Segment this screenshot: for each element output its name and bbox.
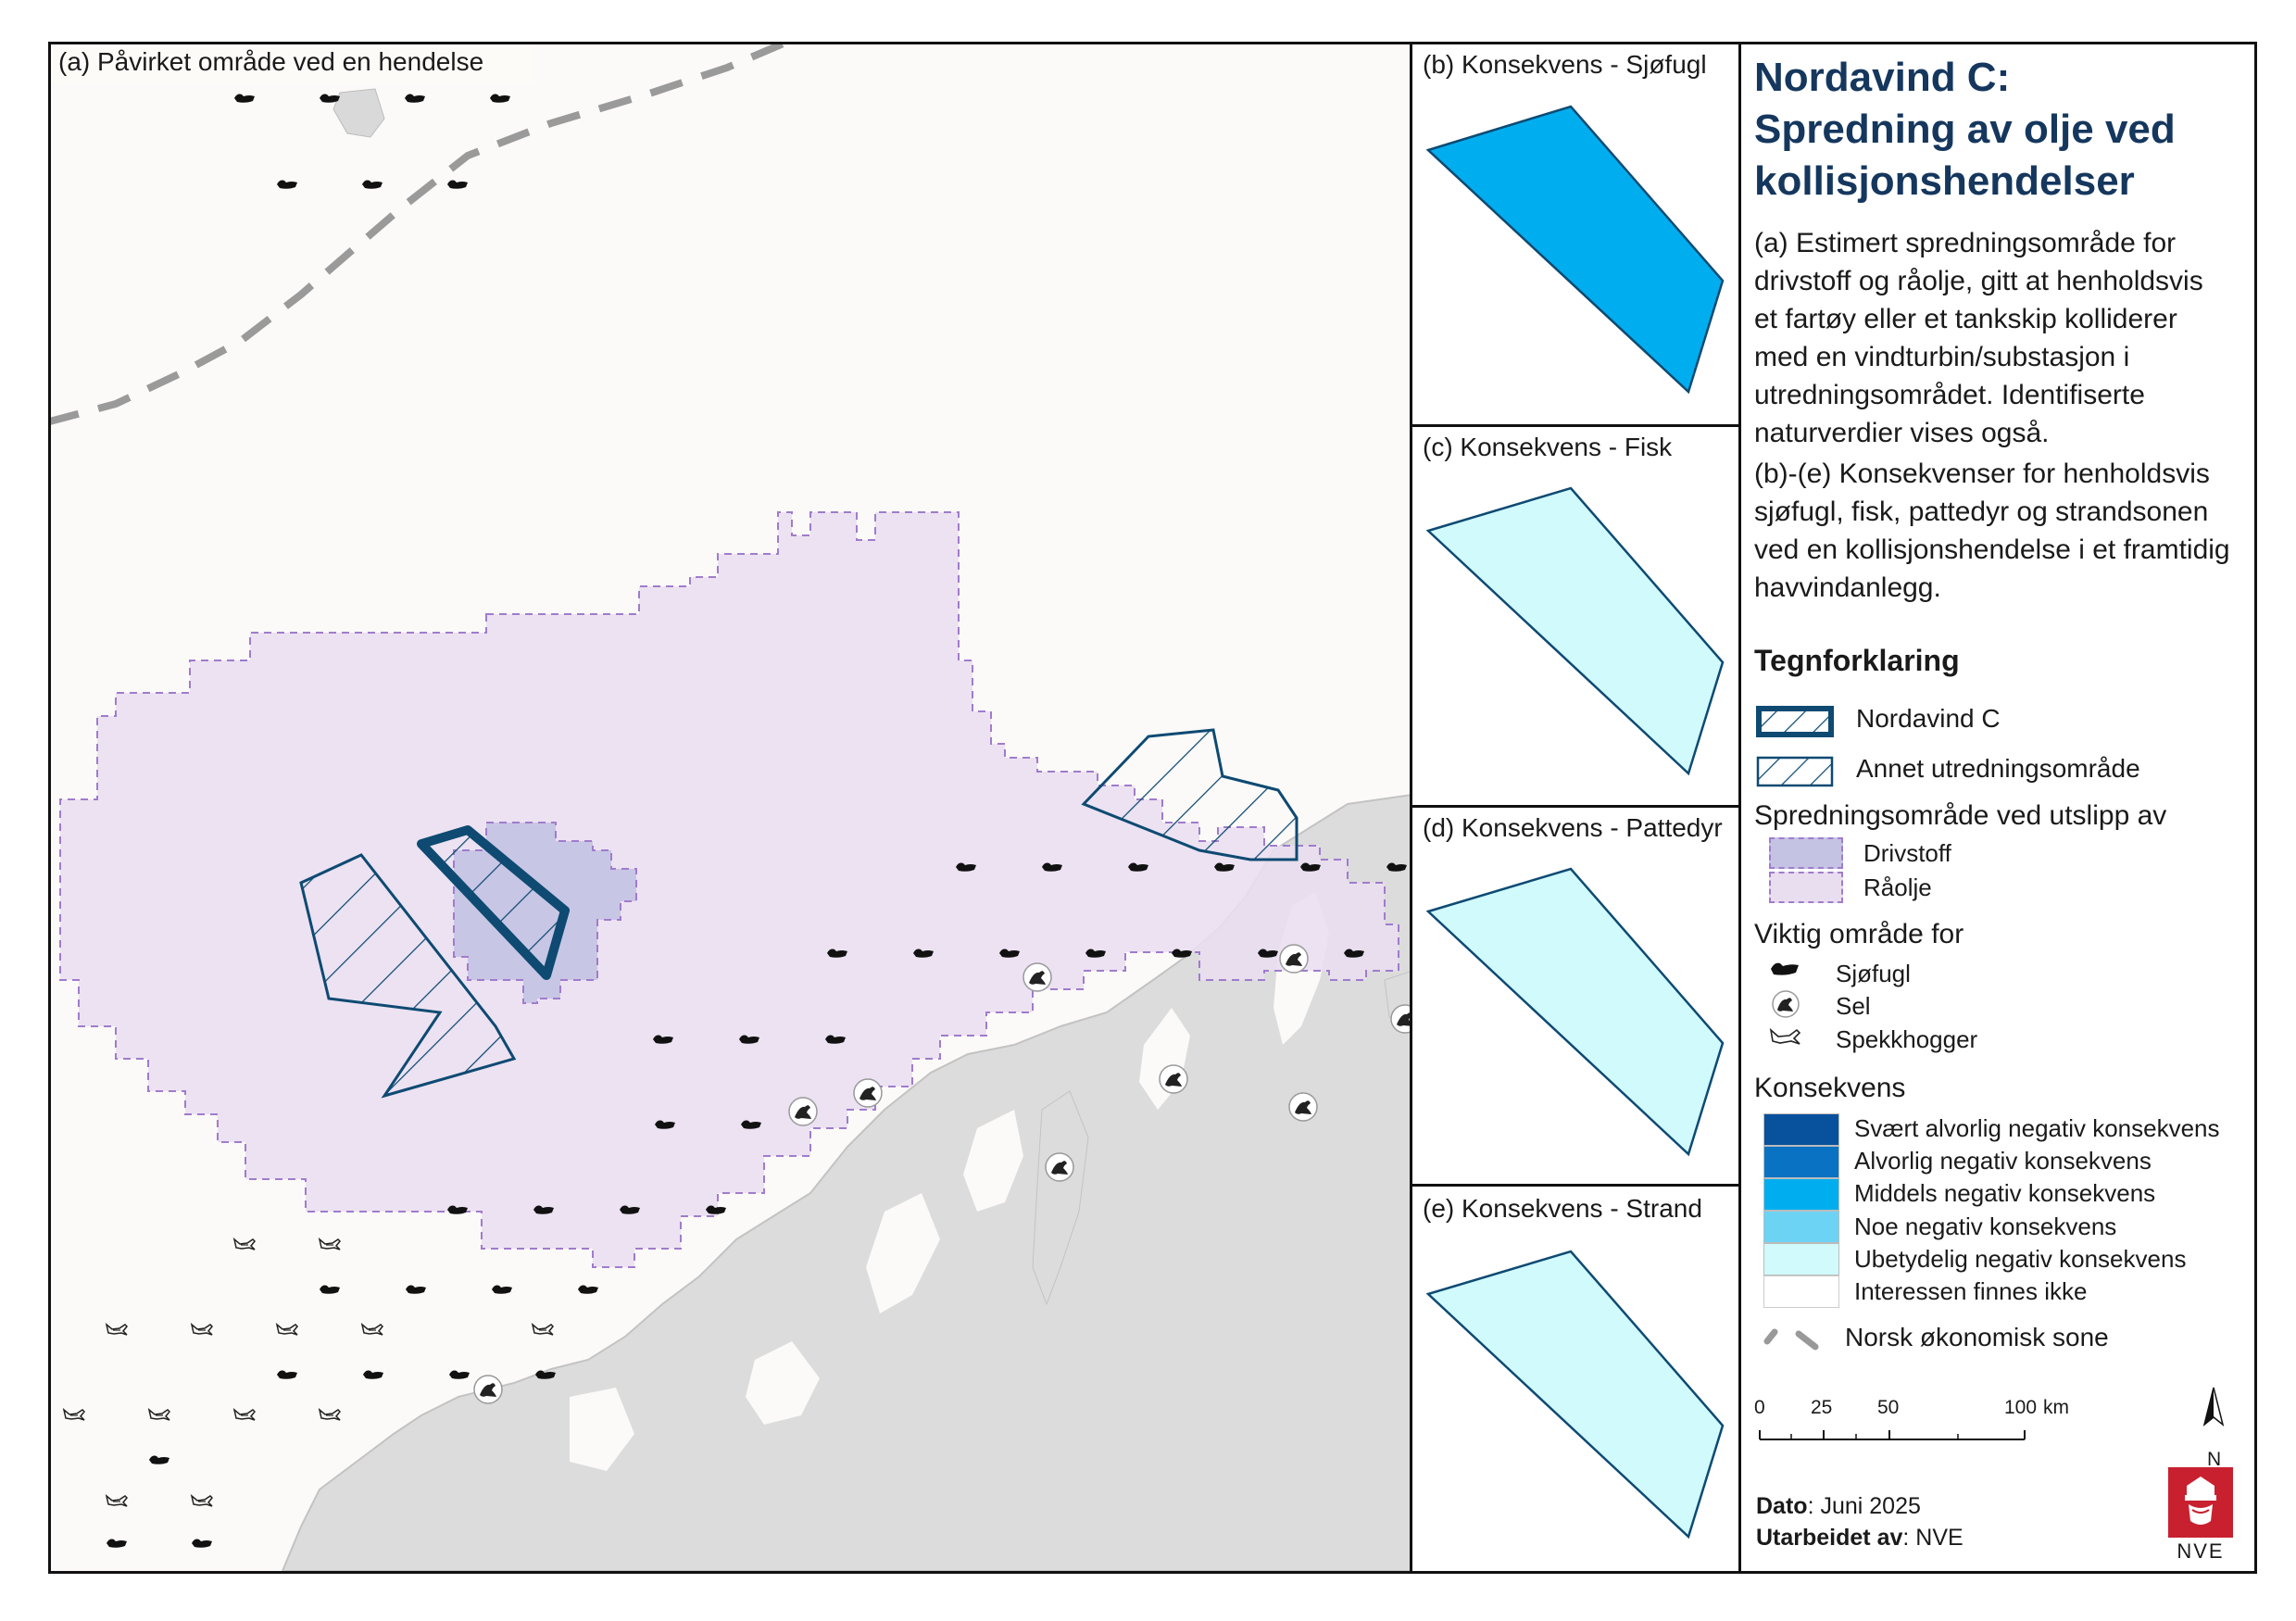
panel-d-shape (1425, 867, 1725, 1157)
impact-shape-fish (1425, 486, 1725, 776)
scale-tick-25: 25 (1811, 1397, 1833, 1418)
divider-bc (1412, 424, 1740, 427)
nve-logo-mark (2168, 1467, 2233, 1538)
legend-title: Tegnforklaring (1754, 644, 1960, 677)
panel-b-label: (b) Konsekvens - Sjøfugl (1423, 50, 1707, 79)
panel-a-label: (a) Påvirket område ved en hendelse (58, 47, 484, 76)
date-line: Dato: Juni 2025 (1756, 1493, 1921, 1519)
fjord-6 (570, 1388, 634, 1471)
other-area-west (299, 853, 517, 1099)
legend-raolje: Råolje (1863, 873, 1932, 901)
impact-shape-shore (1425, 1250, 1725, 1539)
map-canvas (51, 44, 1412, 1571)
raolje-swatch (1769, 872, 1843, 903)
map-panel-a[interactable]: (a) Påvirket område ved en hendelse (51, 44, 1412, 1571)
other-area-legend-icon (1756, 756, 1834, 787)
description-b-e: (b)-(e) Konsekvenser for henholdsvis sjø… (1754, 459, 2230, 603)
seabird-icon (1771, 962, 1799, 975)
divider-cd (1412, 805, 1740, 808)
island-long (1032, 1090, 1089, 1306)
drivstoff-swatch (1769, 837, 1843, 869)
other-area-east (1081, 728, 1299, 861)
nve-logo-text: NVE (2177, 1539, 2225, 1563)
panel-b-shape (1425, 105, 1725, 395)
impact-swatch-5 (1763, 1243, 1839, 1275)
divider-right (1738, 42, 1741, 1574)
map-title: Nordavind C: Spredning av olje ved kolli… (1754, 55, 2176, 204)
north-label: N (2207, 1449, 2222, 1470)
description-a: (a) Estimert spredningsområde for drivst… (1754, 228, 2203, 448)
impact-swatch-2 (1763, 1146, 1839, 1178)
panel-d[interactable]: (d) Konsekvens - Pattedyr (1415, 808, 1738, 1184)
legend-orca: Spekkhogger (1836, 1025, 1978, 1053)
map-frame (48, 42, 2257, 1574)
panel-d-label: (d) Konsekvens - Pattedyr (1423, 813, 1723, 842)
impact-label-6: Interessen finnes ikke (1854, 1277, 2088, 1305)
fjord-4 (866, 1193, 940, 1313)
impact-shape-seabird (1425, 105, 1725, 395)
legend-other-area: Annet utredningsområde (1856, 754, 2140, 783)
impact-label-1: Svært alvorlig negativ konsekvens (1854, 1114, 2220, 1142)
fjord-5 (746, 1341, 820, 1425)
panel-b[interactable]: (b) Konsekvens - Sjøfugl (1415, 44, 1738, 424)
panel-c[interactable]: (c) Konsekvens - Fisk (1415, 427, 1738, 805)
eez-legend-icon (1763, 1328, 1819, 1351)
scale-tick-50: 50 (1877, 1397, 1900, 1418)
eez-line (51, 44, 791, 425)
impact-label-5: Ubetydelig negativ konsekvens (1854, 1245, 2187, 1273)
divider-de (1412, 1184, 1740, 1187)
sidebar: Nordavind C: Spredning av olje ved kolli… (1741, 44, 2254, 1571)
impact-title: Konsekvens (1754, 1073, 1906, 1103)
scale-unit: km (2043, 1397, 2069, 1418)
legend-seal: Sel (1836, 992, 1871, 1020)
panel-c-shape (1425, 486, 1725, 776)
impact-swatch-3 (1763, 1178, 1839, 1211)
author-line: Utarbeidet av: NVE (1756, 1525, 1964, 1551)
nve-logo: NVE (2168, 1467, 2233, 1563)
scale-tick-100: 100 (2004, 1397, 2038, 1418)
orca-icon (1769, 1027, 1801, 1045)
legend-seabird: Sjøfugl (1836, 960, 1911, 987)
panel-e-shape (1425, 1250, 1725, 1539)
legend-drivstoff: Drivstoff (1863, 839, 1951, 867)
impact-shape-mammals (1425, 867, 1725, 1157)
north-arrow-icon (2202, 1387, 2225, 1426)
fjord-3 (963, 1110, 1023, 1212)
impact-swatch-1 (1763, 1113, 1839, 1146)
island-north (332, 88, 385, 138)
impact-swatch-6 (1763, 1275, 1839, 1308)
nordavind-c-area (417, 825, 570, 980)
spread-title: Spredningsområde ved utslipp av (1754, 800, 2167, 831)
legend-nordavind: Nordavind C (1856, 704, 2001, 733)
impact-swatch-4 (1763, 1211, 1839, 1243)
panel-e-label: (e) Konsekvens - Strand (1423, 1194, 1702, 1223)
divider-left (1410, 42, 1412, 1574)
impact-label-3: Middels negativ konsekvens (1854, 1179, 2156, 1207)
nordavind-legend-icon (1756, 706, 1834, 737)
impact-label-2: Alvorlig negativ konsekvens (1854, 1147, 2152, 1175)
seal-icon (1772, 990, 1800, 1018)
impact-label-4: Noe negativ konsekvens (1854, 1213, 2117, 1240)
legend-eez: Norsk økonomisk sone (1845, 1323, 2109, 1351)
scale-tick-0: 0 (1754, 1397, 1765, 1418)
panel-e[interactable]: (e) Konsekvens - Strand (1415, 1187, 1738, 1571)
scale-bar (1759, 1430, 2026, 1440)
panel-c-label: (c) Konsekvens - Fisk (1423, 433, 1673, 461)
important-title: Viktig område for (1754, 919, 1964, 949)
